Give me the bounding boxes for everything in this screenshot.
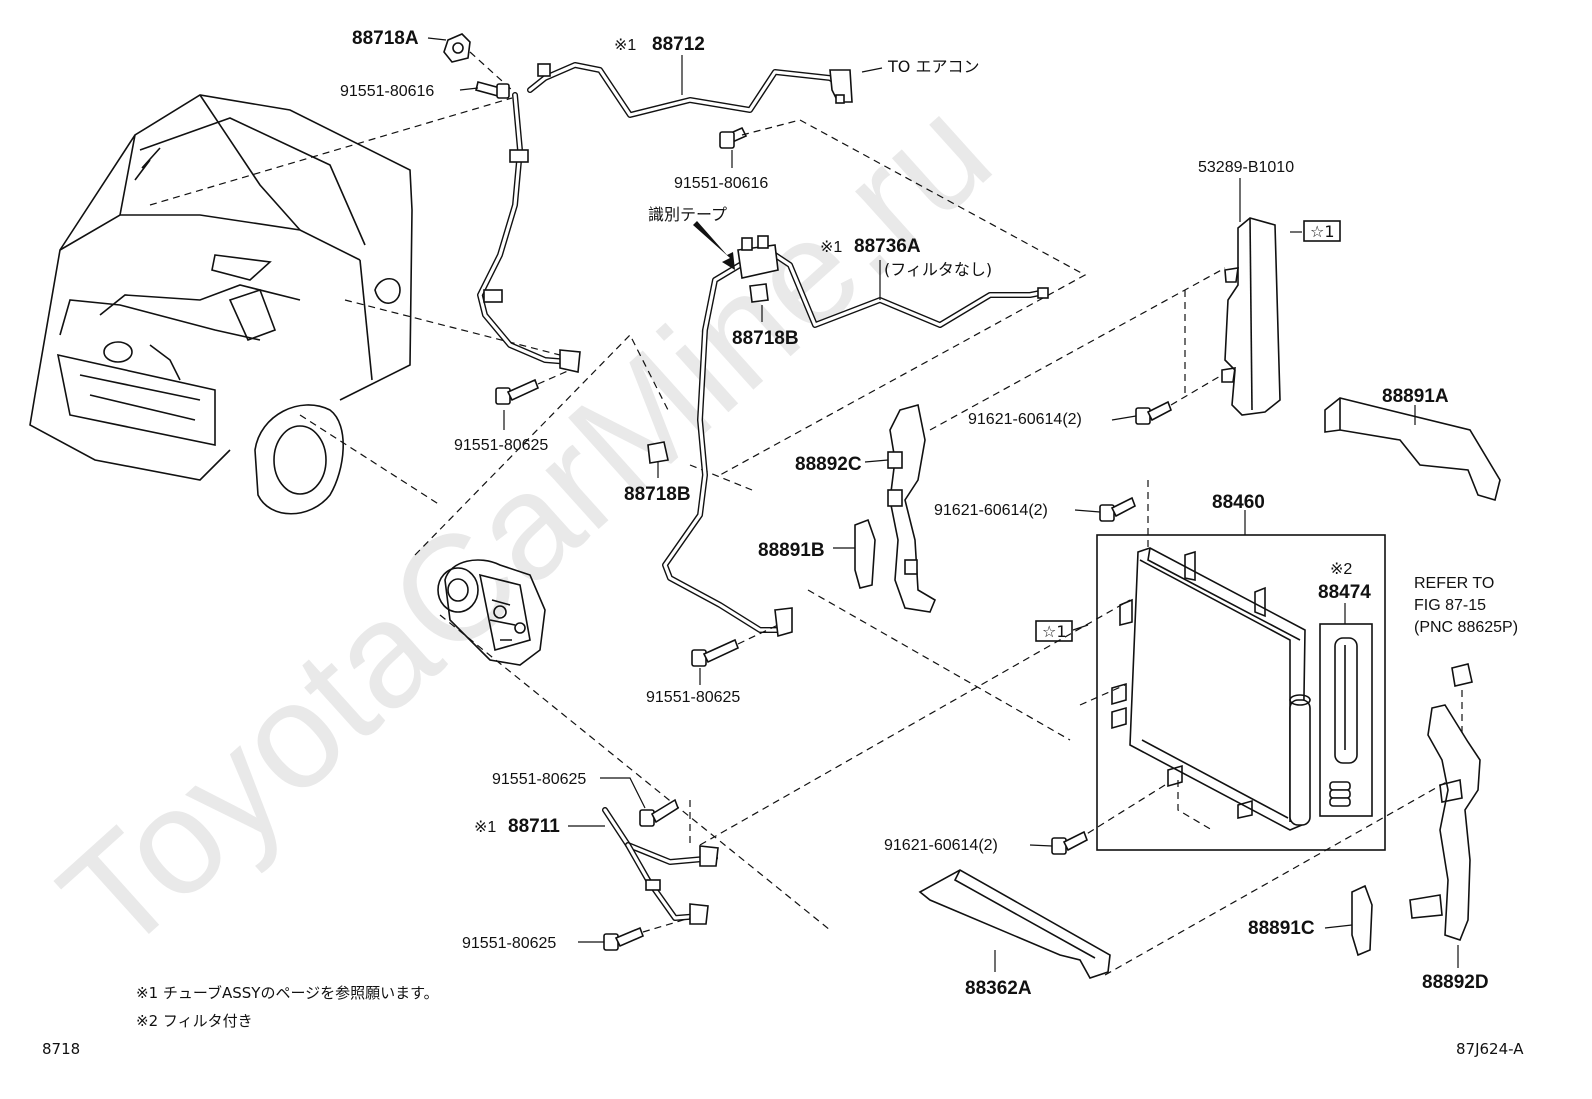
label-88891A: 88891A (1382, 386, 1449, 407)
filter-box (1319, 623, 1373, 817)
bolt-91551-80625-c (639, 798, 679, 827)
label-refer-3: (PNC 88625P) (1414, 619, 1518, 636)
label-star1-b: ☆1 (1042, 622, 1067, 641)
pad-88891C (1351, 884, 1373, 957)
bolt-91551-80616-a (475, 81, 510, 99)
corner-code-left: 8718 (42, 1040, 80, 1058)
label-88718A: 88718A (352, 28, 419, 49)
ac-compressor (437, 559, 546, 666)
label-star1-a: ☆1 (1310, 222, 1335, 241)
label-88711-mark: ※1 (474, 819, 496, 836)
label-88718B-b: 88718B (624, 484, 691, 505)
bolt-91551-80616-b (719, 126, 748, 149)
label-bolt-80625-b: 91551-80625 (646, 689, 740, 706)
condenser-88460 (1111, 547, 1311, 831)
label-88712-mark: ※1 (614, 37, 636, 54)
label-88460: 88460 (1212, 492, 1265, 513)
pad-88891B (854, 518, 876, 589)
corner-code-right: 87J624-A (1456, 1040, 1524, 1058)
condenser-group-box (1096, 534, 1386, 851)
footnote-1: ※1 チューブASSYのページを参照願います。 (136, 984, 439, 1002)
label-no-filter: (フィルタなし) (884, 260, 992, 279)
label-88474: 88474 (1318, 582, 1371, 603)
bolt-91551-80625-a (495, 378, 540, 405)
clip-88718A (443, 33, 471, 63)
label-refer-1: REFER TO (1414, 575, 1494, 592)
clip-88718B-mid (647, 441, 669, 464)
label-88711: 88711 (508, 816, 560, 837)
vehicle-illustration (29, 94, 413, 515)
pipe-88711 (602, 807, 719, 925)
bracket-88892D (1409, 704, 1481, 941)
star1-box-b: ☆1 (1035, 620, 1073, 642)
label-id-tape: 識別テープ (648, 205, 727, 224)
label-88736A: 88736A (854, 236, 921, 257)
footnote-2: ※2 フィルタ付き (136, 1012, 253, 1030)
label-refer-2: FIG 87-15 (1414, 597, 1486, 614)
filter-88474 (1329, 637, 1358, 807)
label-to-aircon: TO エアコン (887, 57, 979, 76)
clip-88718B-top (749, 283, 769, 303)
bolt-91551-80625-b (691, 638, 740, 667)
label-88892C: 88892C (795, 454, 862, 475)
label-88891B: 88891B (758, 540, 825, 561)
seal-53289-B1010 (1221, 217, 1281, 416)
label-bolt-80625-a: 91551-80625 (454, 437, 548, 454)
label-bolt-80616-b: 91551-80616 (674, 175, 768, 192)
bracket-88891A (1324, 397, 1501, 502)
label-88362A: 88362A (965, 978, 1032, 999)
bracket-88892C (887, 403, 937, 613)
label-bolt-60614-a: 91621-60614(2) (968, 411, 1082, 428)
clip-88625P (1451, 663, 1473, 687)
cover-88362A (918, 869, 1111, 979)
label-88718B-a: 88718B (732, 328, 799, 349)
label-bolt-60614-c: 91621-60614(2) (884, 837, 998, 854)
bolt-91621-60614-c (1051, 830, 1088, 855)
label-bolt-60614-b: 91621-60614(2) (934, 502, 1048, 519)
bolt-91621-60614-a (1135, 400, 1172, 425)
bolt-91551-80625-d (603, 926, 645, 951)
id-tape-arrow (693, 221, 735, 270)
label-53289: 53289-B1010 (1198, 159, 1294, 176)
label-88474-mark: ※2 (1330, 561, 1352, 578)
label-88891C: 88891C (1248, 918, 1315, 939)
star1-box-a: ☆1 (1303, 220, 1341, 242)
label-88712: 88712 (652, 34, 705, 55)
label-bolt-80625-c: 91551-80625 (492, 771, 586, 788)
label-88736A-mark: ※1 (820, 239, 842, 256)
bolt-91621-60614-b (1099, 496, 1136, 522)
pipe-88736A (662, 235, 1049, 638)
watermark: ToyotaCarMine.ru (29, 67, 1021, 984)
label-88892D: 88892D (1422, 972, 1489, 993)
label-bolt-80616-a: 91551-80616 (340, 83, 434, 100)
label-bolt-80625-d: 91551-80625 (462, 935, 556, 952)
pipe-88712 (477, 62, 853, 373)
